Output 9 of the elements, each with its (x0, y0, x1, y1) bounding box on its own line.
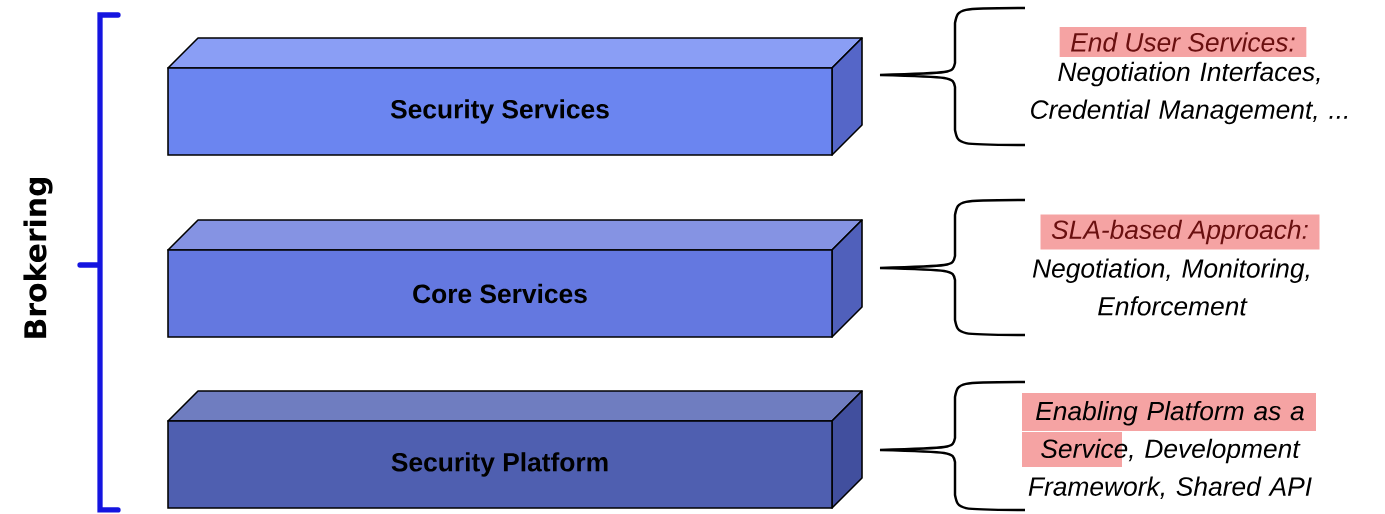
description-text: Enabling Platform as a Service, Development Framework, Shared API (1022, 393, 1316, 499)
side-label: Brokering (23, 178, 53, 338)
layer-block: Security Services (167, 37, 863, 156)
layer-block: Security Platform (167, 390, 863, 509)
description-text: Negotiation, Monitoring, Enforcement (1032, 258, 1309, 316)
layer-block: Core Services (167, 219, 863, 338)
description-text: Negotiation Interfaces, Credential Management, ... (1031, 61, 1348, 125)
heading-text: SLA-based Approach: (1040, 214, 1320, 250)
heading-text: End User Services: (1059, 27, 1307, 57)
